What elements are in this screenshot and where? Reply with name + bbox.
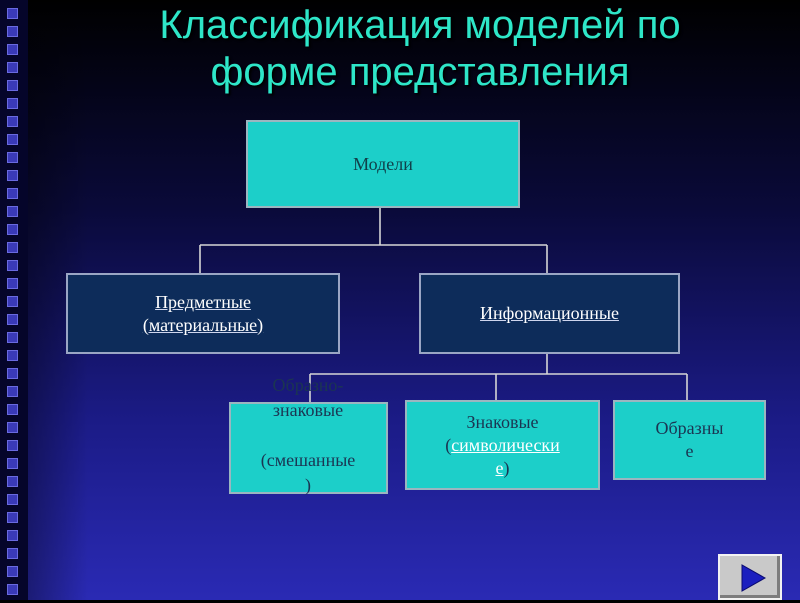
filmstrip-dot [7,62,18,73]
filmstrip-dot [7,494,18,505]
filmstrip-dot [7,458,18,469]
root-node-models: Модели [246,120,520,208]
filmstrip-dot [7,188,18,199]
filmstrip-dot [7,404,18,415]
node-figurative-line2: е [685,441,694,461]
filmstrip-dot [7,242,18,253]
node-informational-label: Информационные [480,303,619,323]
filmstrip-dot [7,134,18,145]
slide-title: Классификация моделей по форме представл… [100,2,740,96]
filmstrip-dot [7,26,18,37]
filmstrip-dot [7,386,18,397]
filmstrip-dot [7,44,18,55]
title-line-1: Классификация моделей по [159,3,681,47]
filmstrip-dot [7,530,18,541]
filmstrip-dot [7,332,18,343]
node-figurative-line1: Образны [655,418,724,438]
filmstrip-dot [7,116,18,127]
node-symbolic-line2: (символически [445,434,560,457]
symbolic-link-tail[interactable]: е [495,457,504,478]
filmstrip-dot [7,512,18,523]
node-mixed-line4: ) [305,475,311,495]
node-mixed-line2: знаковые [272,400,344,420]
filmstrip-dot [7,152,18,163]
filmstrip-dot [7,296,18,307]
node-material-line2: (материальные) [142,314,264,335]
filmstrip-dot [7,98,18,109]
node-material-line1: Предметные [155,291,251,312]
node-symbolic-open: ( [445,434,452,455]
filmstrip-decoration [0,0,28,600]
filmstrip-dot [7,584,18,595]
filmstrip-dot [7,350,18,361]
node-mixed-text: Образно- знаковые (смешанные ) [228,373,388,498]
filmstrip-dot [7,440,18,451]
root-node-label: Модели [353,153,413,174]
node-symbolic-line3: е) [496,457,510,480]
filmstrip-dot [7,368,18,379]
node-symbolic-line1: Знаковые [466,411,539,432]
node-figurative: Образны е [613,400,766,480]
filmstrip-dot [7,260,18,271]
node-material[interactable]: Предметные (материальные) [66,273,340,354]
filmstrip-dot [7,80,18,91]
filmstrip-dot [7,422,18,433]
node-symbolic-close: ) [503,457,510,478]
filmstrip-dot [7,476,18,487]
filmstrip-dot [7,548,18,559]
filmstrip-dot [7,224,18,235]
symbolic-link[interactable]: символически [451,434,560,455]
filmstrip-dot [7,314,18,325]
filmstrip-dot [7,566,18,577]
node-mixed-line3: (смешанные [260,450,356,470]
node-informational[interactable]: Информационные [419,273,680,354]
filmstrip-dot [7,278,18,289]
filmstrip-dot [7,206,18,217]
node-mixed [229,402,388,494]
next-slide-button[interactable] [718,554,782,600]
title-line-2: форме представления [210,50,630,94]
filmstrip-dot [7,8,18,19]
play-triangle-icon [741,564,767,592]
node-mixed-line1: Образно- [272,375,344,395]
node-symbolic: Знаковые (символически е) [405,400,600,490]
filmstrip-dot [7,170,18,181]
